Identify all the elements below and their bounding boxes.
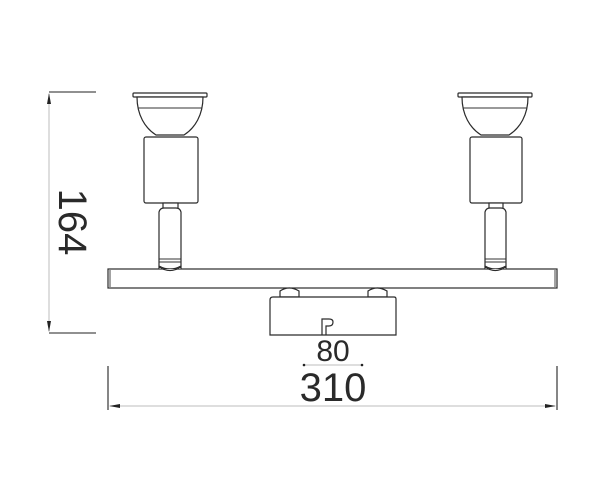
spotlight-left <box>132 92 208 270</box>
total-width-dimension-label: 310 <box>299 366 367 410</box>
spotlight-right <box>457 92 533 270</box>
crossbar <box>107 265 558 289</box>
base-width-dimension <box>302 363 364 367</box>
height-dimension <box>47 91 96 334</box>
mounting-base <box>269 287 397 336</box>
total-width-dimension <box>107 366 558 410</box>
height-dimension-label: 164 <box>50 188 94 256</box>
base-width-dimension-label: 80 <box>316 335 350 368</box>
